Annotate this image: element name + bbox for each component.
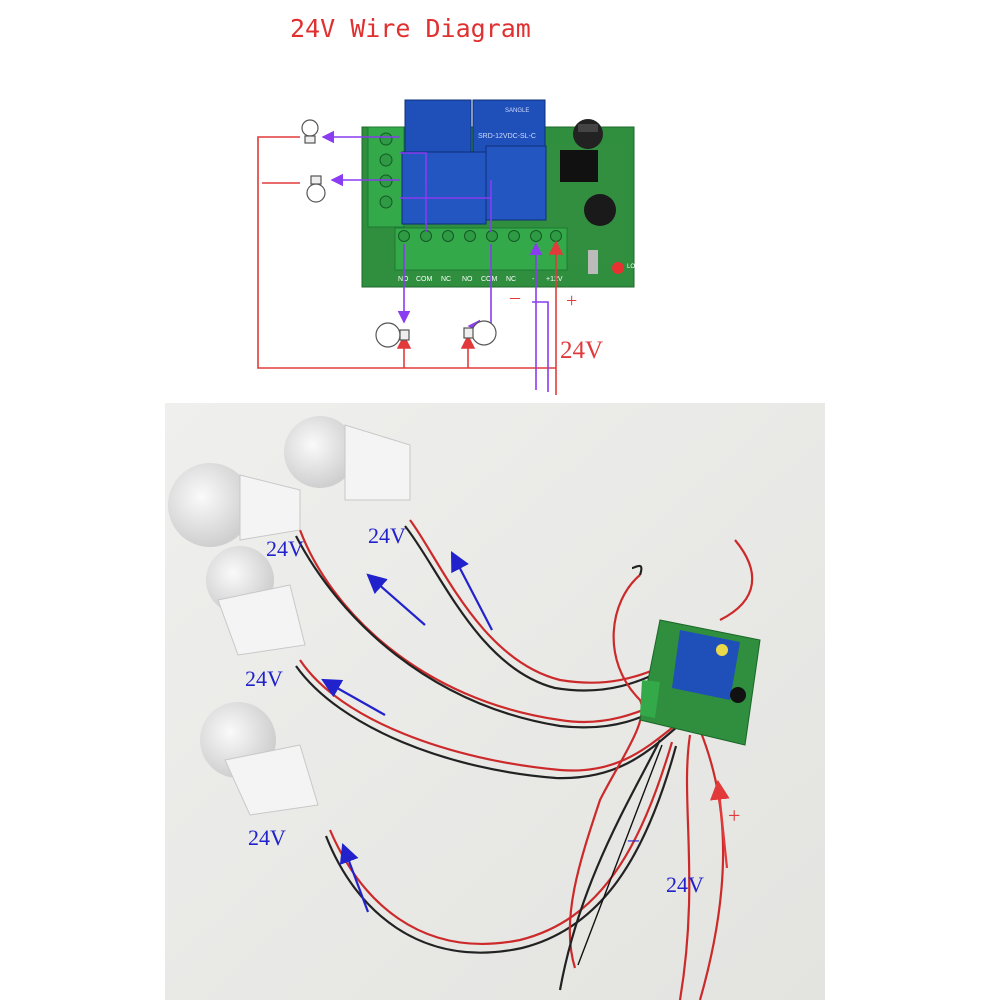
led-indicator (612, 262, 624, 274)
led-label: LOK (627, 264, 639, 270)
photo-bulb (200, 702, 319, 816)
bulb-symbol (306, 175, 326, 203)
terminal-label: NC (506, 276, 516, 283)
wiring-photo: 24V 24V 24V 24V – + 24V (165, 403, 825, 1000)
negative-wires (321, 130, 549, 392)
positive-wires (257, 136, 564, 395)
photo-arrows (321, 551, 493, 913)
relay-text: SRD-12VDC-SL-C (478, 133, 536, 140)
photo-minus-line (577, 744, 663, 966)
terminal-label: COM (416, 276, 433, 283)
terminal-label: NC (441, 276, 451, 283)
photo-bulbs (168, 416, 411, 816)
terminal-label: NO (462, 276, 473, 283)
bulb-voltage-label: 24V (248, 825, 286, 850)
photo-supply-label: 24V (666, 872, 704, 897)
photo-bulb (168, 463, 301, 547)
relay-board: SRD-12VDC-SL-C SANGLE LOK (361, 99, 639, 288)
photo-minus-label: – (627, 826, 640, 851)
photo-plus-arrow (709, 779, 730, 869)
bulb-voltage-label: 24V (245, 666, 283, 691)
bulb-symbols (301, 119, 497, 348)
relay-brand: SANGLE (505, 108, 529, 114)
photo-plus-label: + (728, 803, 740, 828)
terminal-label: COM (481, 276, 498, 283)
terminal-label: - (532, 276, 535, 283)
diagram-supply-label: 24V (560, 337, 603, 364)
diagram-minus-label: – (509, 286, 521, 308)
photo-relay-board (639, 619, 761, 746)
relay-blocks (401, 99, 547, 225)
bulb-symbol (463, 320, 497, 346)
bulb-voltage-label: 24V (266, 536, 304, 561)
bulb-symbol (375, 322, 410, 348)
diagram-plus-label: + (566, 290, 577, 312)
photo-bulb (284, 416, 411, 501)
bulb-symbol (301, 119, 319, 144)
terminal-label: +12V (546, 276, 563, 283)
diagram-title: 24V Wire Diagram (290, 14, 531, 43)
photo-bulb (206, 546, 306, 656)
photo-bulb-labels: 24V 24V 24V 24V (245, 523, 406, 850)
bulb-voltage-label: 24V (368, 523, 406, 548)
